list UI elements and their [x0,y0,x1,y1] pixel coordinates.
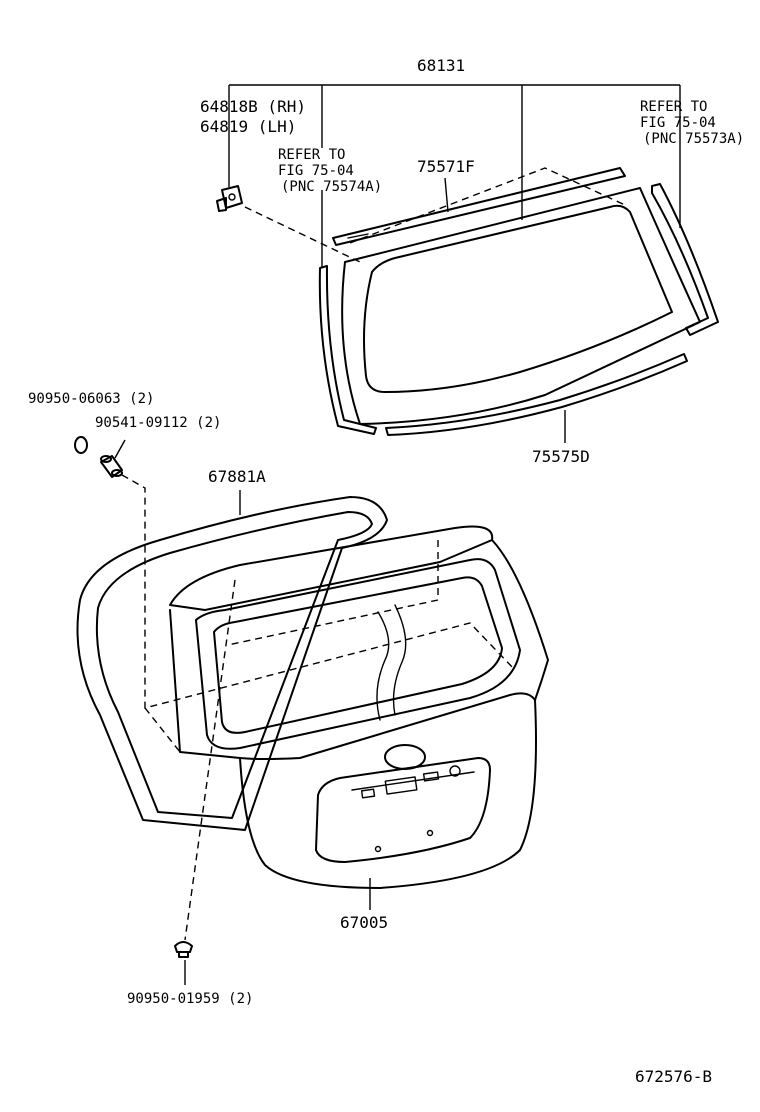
label-68131: 68131 [417,56,465,75]
refer-a-line1: REFER TO [640,99,707,115]
back-door-glass-assembly [341,187,701,425]
back-door-panel-67005 [169,525,549,889]
assembly-dashed-lines [121,167,626,941]
refer-b-line3: (PNC 75574A) [281,179,382,195]
label-90950-06063: 90950-06063 (2) [28,391,154,407]
moulding-75575d [385,353,688,436]
label-64818b: 64818B (RH) [200,97,306,116]
label-67005: 67005 [340,913,388,932]
label-90950-01959: 90950-01959 (2) [127,991,253,1007]
label-75571f: 75571F [417,157,475,176]
plug-90950-06063 [74,436,88,454]
moulding-75571f [332,167,626,246]
cushion-90541-09112 [100,455,123,478]
clip-90950-01959 [174,941,193,958]
figure-id: 672576-B [635,1067,712,1086]
glass-stopper-part [216,185,243,212]
refer-a-line2: FIG 75-04 [640,115,716,131]
label-75575d: 75575D [532,447,590,466]
label-64819: 64819 (LH) [200,117,296,136]
refer-a-line3: (PNC 75573A) [643,131,744,147]
weatherstrip-67881a [76,496,388,831]
moulding-right-side [651,183,719,336]
leader-lines [114,84,681,985]
moulding-left-side [318,265,377,435]
refer-b-line1: REFER TO [278,147,345,163]
refer-b-line2: FIG 75-04 [278,163,354,179]
part-labels: 68131 64818B (RH) 64819 (LH) REFER TO FI… [28,56,744,1086]
label-90541-09112: 90541-09112 (2) [95,415,221,431]
label-67881a: 67881A [208,467,266,486]
